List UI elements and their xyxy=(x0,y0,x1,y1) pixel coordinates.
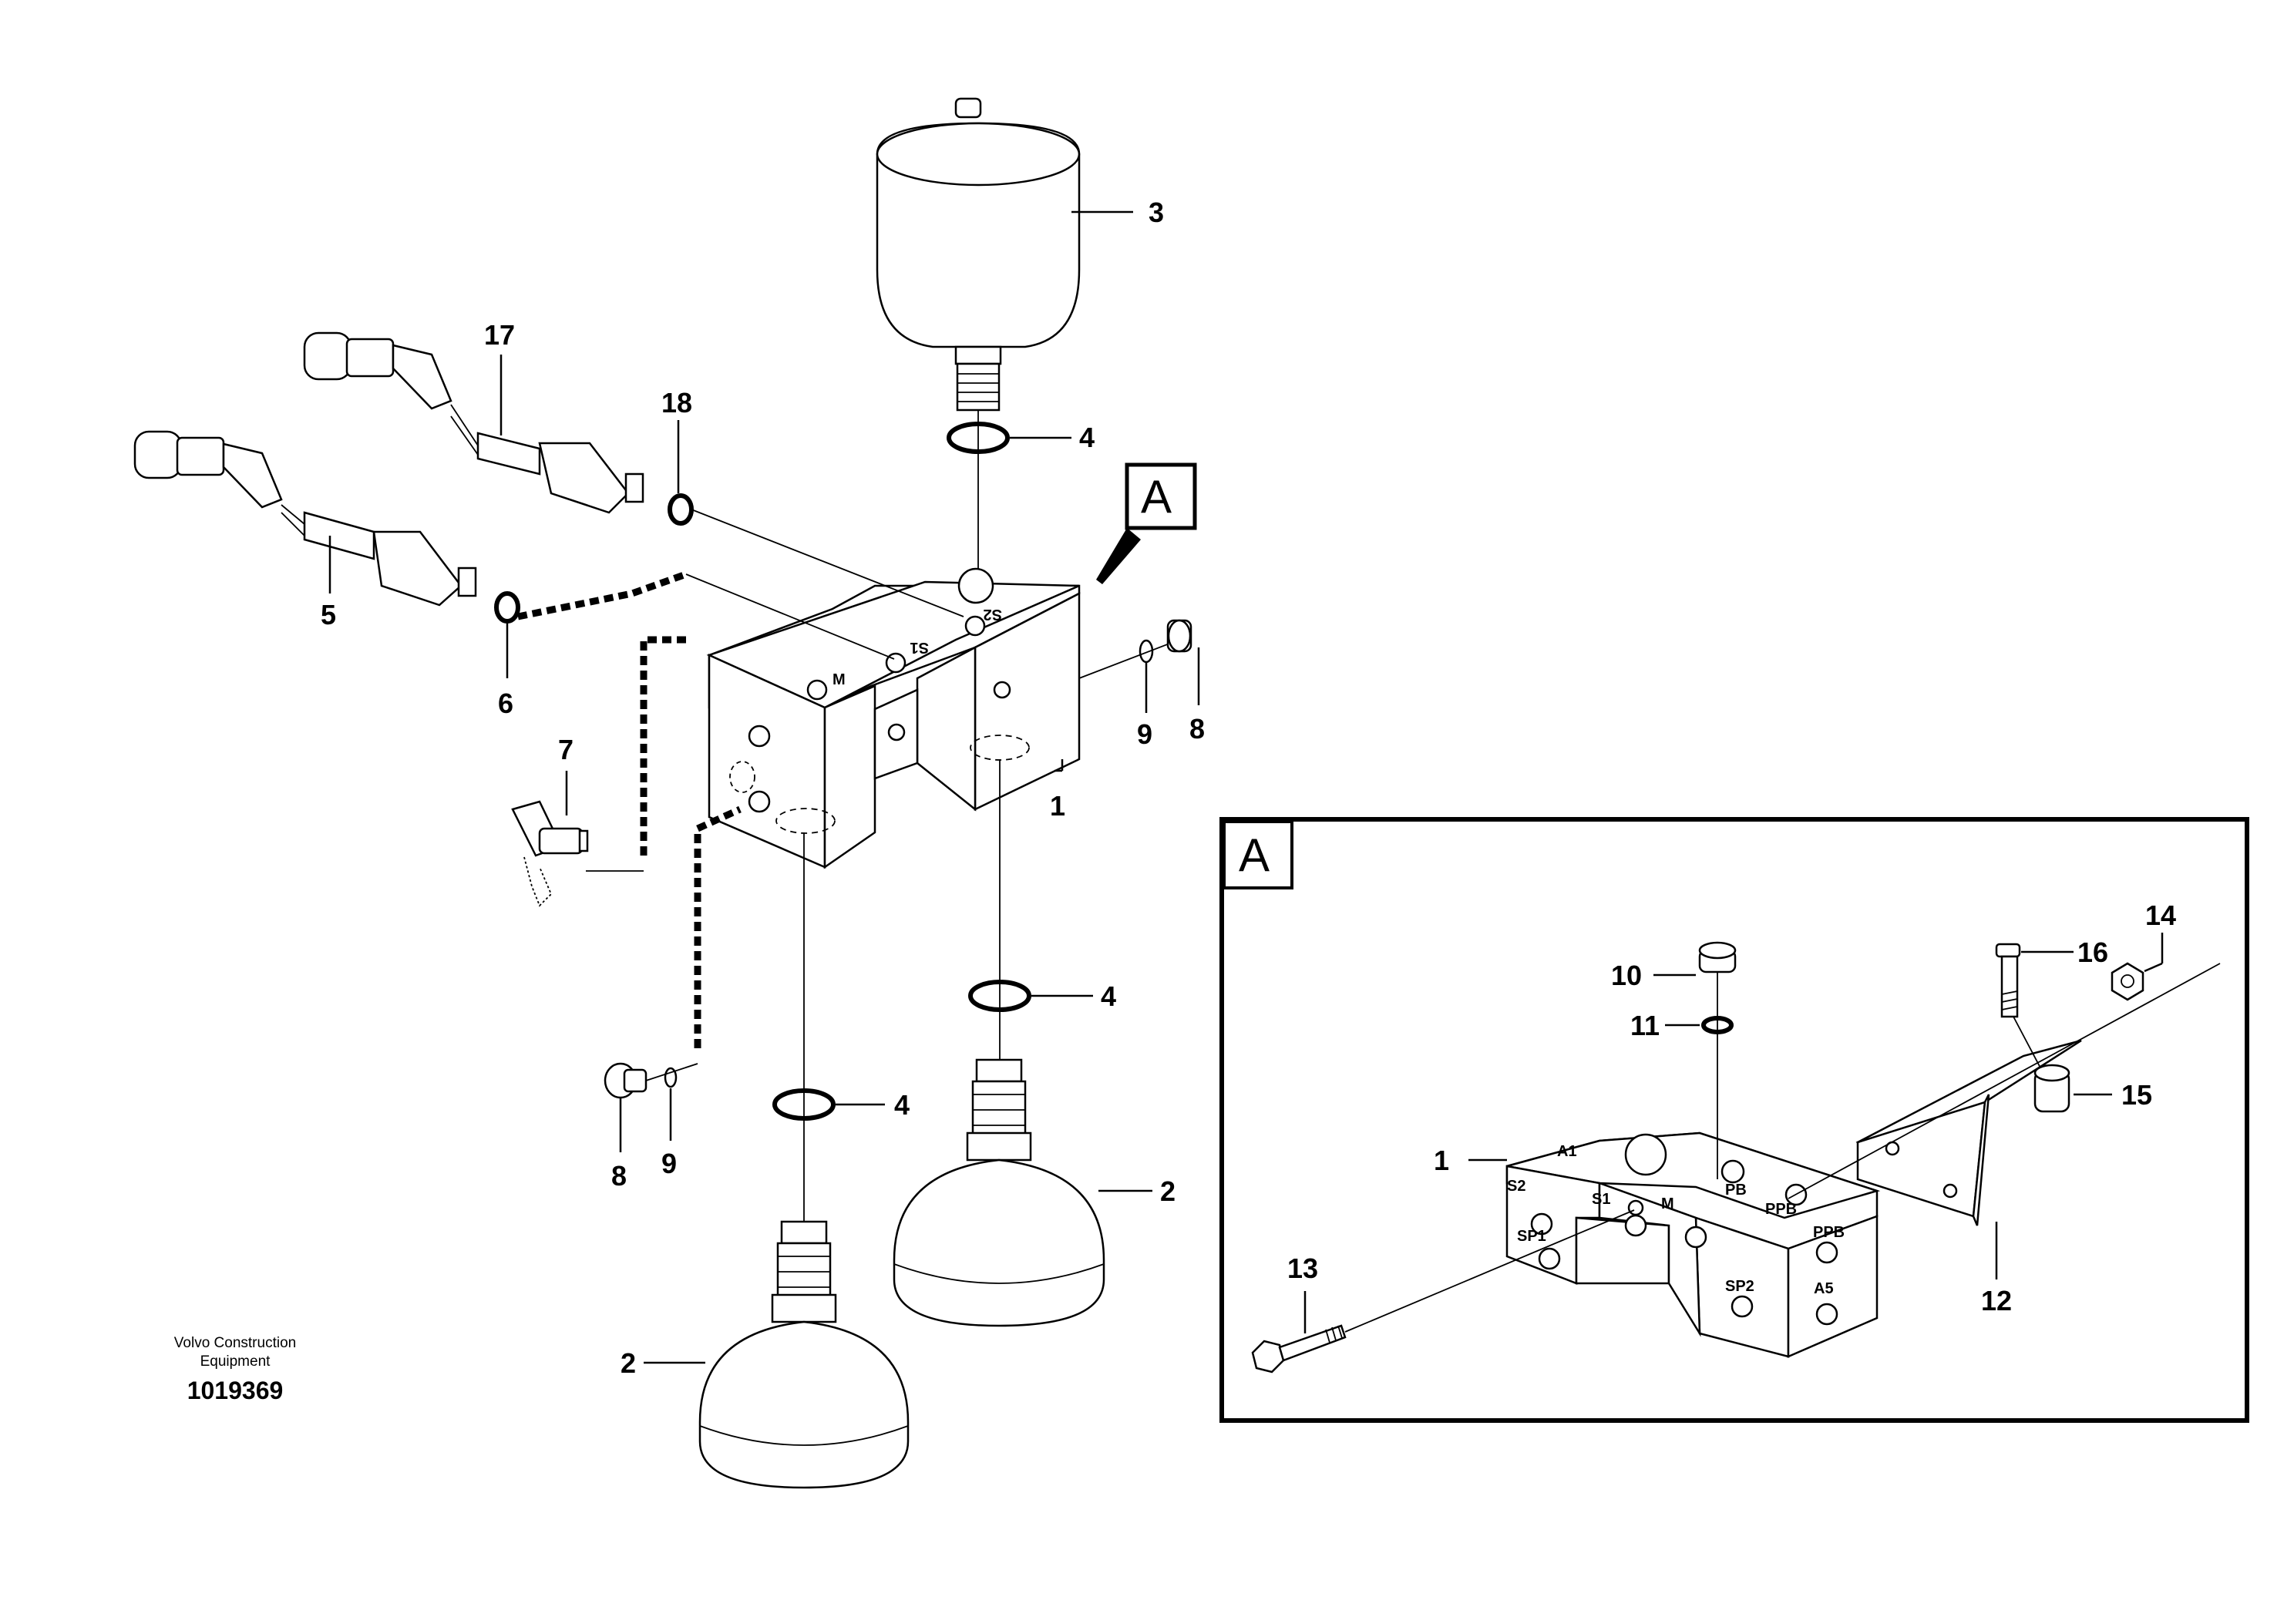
detail-callout-10: 10 xyxy=(1611,960,1642,991)
plug-icon xyxy=(1166,619,1192,653)
screw-icon xyxy=(1251,1324,1347,1374)
callout-8-left: 8 xyxy=(611,1160,627,1192)
o-ring-icon xyxy=(494,591,520,624)
detail-label: A xyxy=(1239,829,1270,881)
block-port-s1: S1 xyxy=(910,639,929,656)
callout-6: 6 xyxy=(498,688,513,719)
callout-4-lower: 4 xyxy=(894,1089,910,1121)
callout-17: 17 xyxy=(484,319,515,351)
o-ring-icon xyxy=(968,980,1031,1012)
screw-icon xyxy=(1995,943,2021,1018)
callout-1: 1 xyxy=(1050,790,1065,822)
drawing-number: 1019369 xyxy=(187,1377,284,1404)
o-ring-icon xyxy=(668,493,694,526)
detail-callout-1: 1 xyxy=(1434,1145,1449,1176)
port-sp1: SP1 xyxy=(1517,1228,1546,1245)
block-port-m: M xyxy=(832,671,846,688)
view-marker: A xyxy=(1096,462,1197,584)
accumulator-icon xyxy=(893,1058,1105,1327)
detail-callout-15: 15 xyxy=(2121,1079,2152,1111)
callout-3: 3 xyxy=(1149,197,1164,228)
callout-8-right: 8 xyxy=(1189,713,1205,745)
callout-7: 7 xyxy=(558,734,574,765)
test-nipple-icon xyxy=(511,800,589,907)
port-sp2: SP2 xyxy=(1725,1278,1754,1295)
port-ppb-top: PPB xyxy=(1765,1201,1797,1218)
spacer-icon xyxy=(2033,1064,2070,1113)
port-a5: A5 xyxy=(1814,1280,1834,1297)
o-ring-icon xyxy=(947,422,1010,454)
valve-block-icon xyxy=(1505,1131,1881,1358)
valve-block-icon xyxy=(706,567,1081,869)
callout-9-left: 9 xyxy=(661,1148,677,1179)
detail-callout-14: 14 xyxy=(2145,899,2176,931)
detail-callout-13: 13 xyxy=(1287,1252,1318,1284)
bracket-icon xyxy=(1855,1039,2082,1226)
port-ppb-front: PPB xyxy=(1813,1224,1845,1241)
port-a1: A1 xyxy=(1557,1143,1577,1160)
port-m: M xyxy=(1661,1195,1674,1212)
credit-line-2: Equipment xyxy=(200,1353,271,1370)
nut-icon xyxy=(2111,962,2144,1001)
port-s1: S1 xyxy=(1592,1191,1610,1208)
port-pb: PB xyxy=(1725,1182,1747,1199)
callout-4-middle: 4 xyxy=(1101,980,1116,1012)
callout-18: 18 xyxy=(661,387,692,419)
port-s2: S2 xyxy=(1507,1178,1525,1195)
accumulator-icon xyxy=(876,97,1081,412)
detail-callout-12: 12 xyxy=(1981,1285,2012,1316)
detail-callout-16: 16 xyxy=(2077,936,2108,968)
hose-assembly-icon xyxy=(303,331,644,514)
block-port-s2: S2 xyxy=(984,606,1002,623)
callout-2-right: 2 xyxy=(1160,1175,1176,1207)
accumulator-icon xyxy=(698,1220,910,1489)
hose-assembly-icon xyxy=(133,430,477,607)
credit-line-1: Volvo Construction xyxy=(174,1335,296,1351)
plug-icon xyxy=(1698,941,1737,973)
callout-9-right: 9 xyxy=(1137,718,1152,750)
callout-4-top: 4 xyxy=(1079,422,1095,453)
plug-icon xyxy=(604,1062,648,1099)
svg-text:A: A xyxy=(1141,471,1172,523)
callout-5: 5 xyxy=(321,599,336,630)
o-ring-icon xyxy=(772,1088,836,1121)
detail-callout-11: 11 xyxy=(1630,1010,1660,1041)
callout-2-left: 2 xyxy=(621,1347,636,1379)
